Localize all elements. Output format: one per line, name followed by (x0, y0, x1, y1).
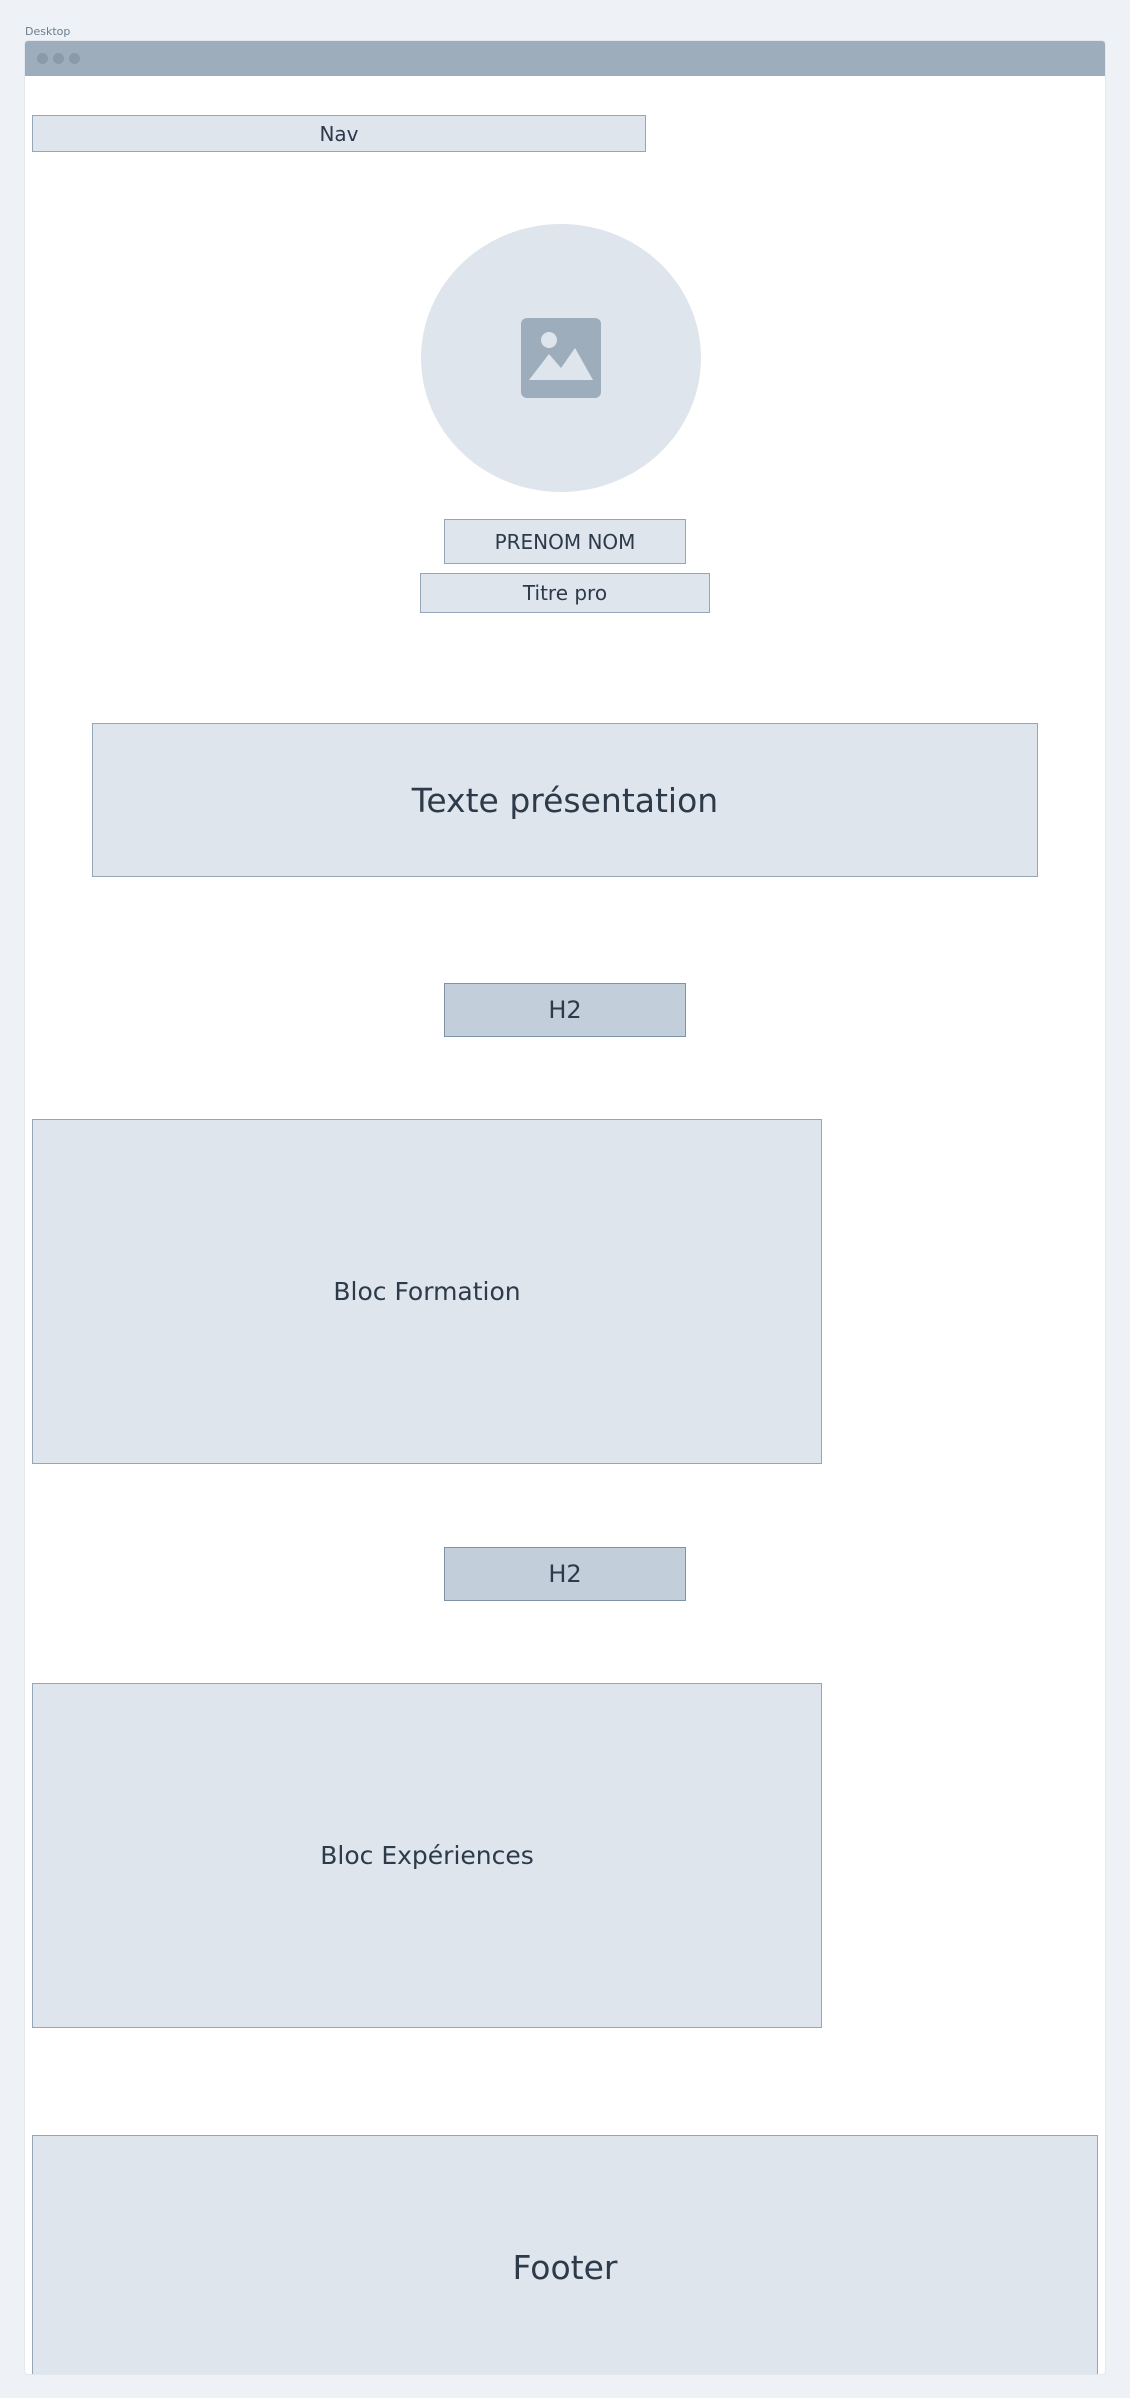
profile-photo (421, 224, 701, 492)
window-control-dot (53, 53, 64, 64)
page-content: Nav PRENOM NOM Titre pro Texte présentat… (25, 76, 1105, 2374)
window-control-dot (37, 53, 48, 64)
frame-label: Desktop (25, 25, 71, 38)
footer: Footer (32, 2135, 1098, 2374)
nav-bar[interactable]: Nav (32, 115, 646, 152)
formation-block: Bloc Formation (32, 1119, 822, 1464)
section-heading-experiences: H2 (444, 1547, 686, 1601)
browser-window: Nav PRENOM NOM Titre pro Texte présentat… (25, 41, 1105, 2374)
presentation-text: Texte présentation (92, 723, 1038, 877)
section-heading-formation: H2 (444, 983, 686, 1037)
image-placeholder-icon (521, 318, 601, 398)
experiences-block: Bloc Expériences (32, 1683, 822, 2028)
profile-job-title: Titre pro (420, 573, 710, 613)
profile-name: PRENOM NOM (444, 519, 686, 564)
window-titlebar (25, 41, 1105, 76)
window-control-dot (69, 53, 80, 64)
